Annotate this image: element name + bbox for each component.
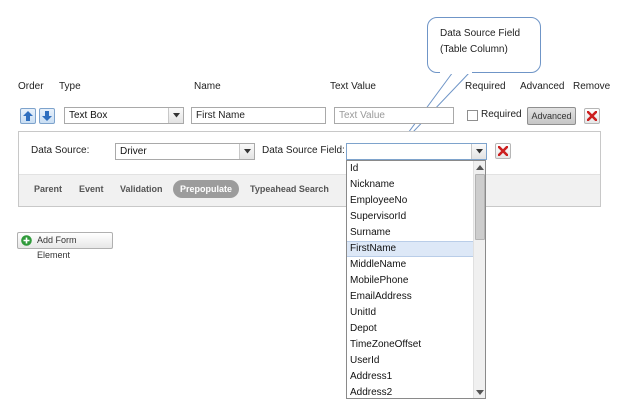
options-scrollbar[interactable]	[473, 161, 485, 398]
header-type: Type	[59, 81, 81, 92]
dropdown-option[interactable]: SupervisorId	[350, 211, 407, 222]
data-source-field-label: Data Source Field:	[262, 145, 345, 156]
tab-prepopulate[interactable]: Prepopulate	[173, 180, 239, 198]
scroll-up-icon[interactable]	[476, 164, 484, 172]
dropdown-option[interactable]: UnitId	[350, 307, 377, 318]
clear-data-source-button[interactable]	[495, 143, 511, 159]
required-checkbox[interactable]	[467, 110, 478, 121]
add-form-element-button[interactable]: Add Form Element	[17, 232, 113, 260]
data-source-select-toggle[interactable]	[239, 144, 254, 159]
tab-event[interactable]: Event	[79, 184, 104, 194]
type-select-value: Text Box	[69, 110, 108, 121]
data-source-field-select[interactable]	[346, 143, 487, 160]
dropdown-option[interactable]: UserId	[350, 355, 380, 366]
dropdown-option[interactable]: Depot	[350, 323, 377, 334]
dropdown-option[interactable]: Id	[350, 163, 359, 174]
data-source-label: Data Source:	[31, 145, 90, 156]
dropdown-option[interactable]: TimeZoneOffset	[350, 339, 422, 350]
tab-validation[interactable]: Validation	[120, 184, 163, 194]
header-advanced: Advanced	[520, 81, 565, 92]
tab-parent[interactable]: Parent	[34, 184, 63, 194]
arrow-up-icon	[23, 111, 33, 121]
scroll-thumb[interactable]	[475, 174, 485, 240]
advanced-button[interactable]: Advanced	[527, 107, 576, 125]
chevron-down-icon	[244, 149, 251, 154]
name-input[interactable]: First Name	[191, 107, 326, 124]
text-value-input[interactable]: Text Value	[334, 107, 454, 124]
type-select-toggle[interactable]	[168, 108, 183, 123]
header-order: Order	[18, 81, 44, 92]
header-name: Name	[194, 81, 221, 92]
data-source-select-value: Driver	[120, 146, 147, 157]
type-select[interactable]: Text Box	[64, 107, 184, 124]
required-label: Required	[481, 109, 522, 120]
tab-typeahead-search[interactable]: Typeahead Search	[250, 184, 329, 194]
callout-line-1: Data Source Field	[440, 28, 521, 39]
add-form-element-label: Add Form Element	[37, 235, 77, 260]
dropdown-option[interactable]: Address1	[350, 371, 393, 382]
close-icon	[498, 146, 508, 156]
remove-button[interactable]	[584, 108, 600, 124]
header-required: Required	[465, 81, 506, 92]
dropdown-option[interactable]: EmployeeNo	[350, 195, 408, 206]
callout-mask	[440, 71, 472, 74]
callout-line-2: (Table Column)	[440, 44, 508, 55]
text-value-placeholder: Text Value	[339, 110, 385, 121]
header-text-value: Text Value	[330, 81, 376, 92]
advanced-tab-bar	[19, 174, 600, 206]
dropdown-option[interactable]: MiddleName	[350, 259, 407, 270]
name-input-value: First Name	[196, 110, 245, 121]
close-icon	[587, 111, 597, 121]
dropdown-option[interactable]: MobilePhone	[350, 275, 409, 286]
arrow-down-icon	[42, 111, 52, 121]
dropdown-option[interactable]: Nickname	[350, 179, 395, 190]
scroll-down-icon[interactable]	[476, 388, 484, 396]
move-up-button[interactable]	[20, 108, 36, 124]
dropdown-option[interactable]: Address2	[350, 387, 393, 398]
move-down-button[interactable]	[39, 108, 55, 124]
dropdown-option[interactable]: FirstName	[347, 241, 473, 257]
header-remove: Remove	[573, 81, 611, 92]
chevron-down-icon	[173, 113, 180, 118]
add-icon	[21, 235, 32, 246]
data-source-select[interactable]: Driver	[115, 143, 255, 160]
data-source-field-select-toggle[interactable]	[471, 144, 486, 159]
dropdown-option[interactable]: Surname	[350, 227, 391, 238]
chevron-down-icon	[476, 149, 483, 154]
dropdown-option[interactable]: EmailAddress	[350, 291, 412, 302]
callout-bubble: Data Source Field (Table Column)	[427, 17, 541, 73]
